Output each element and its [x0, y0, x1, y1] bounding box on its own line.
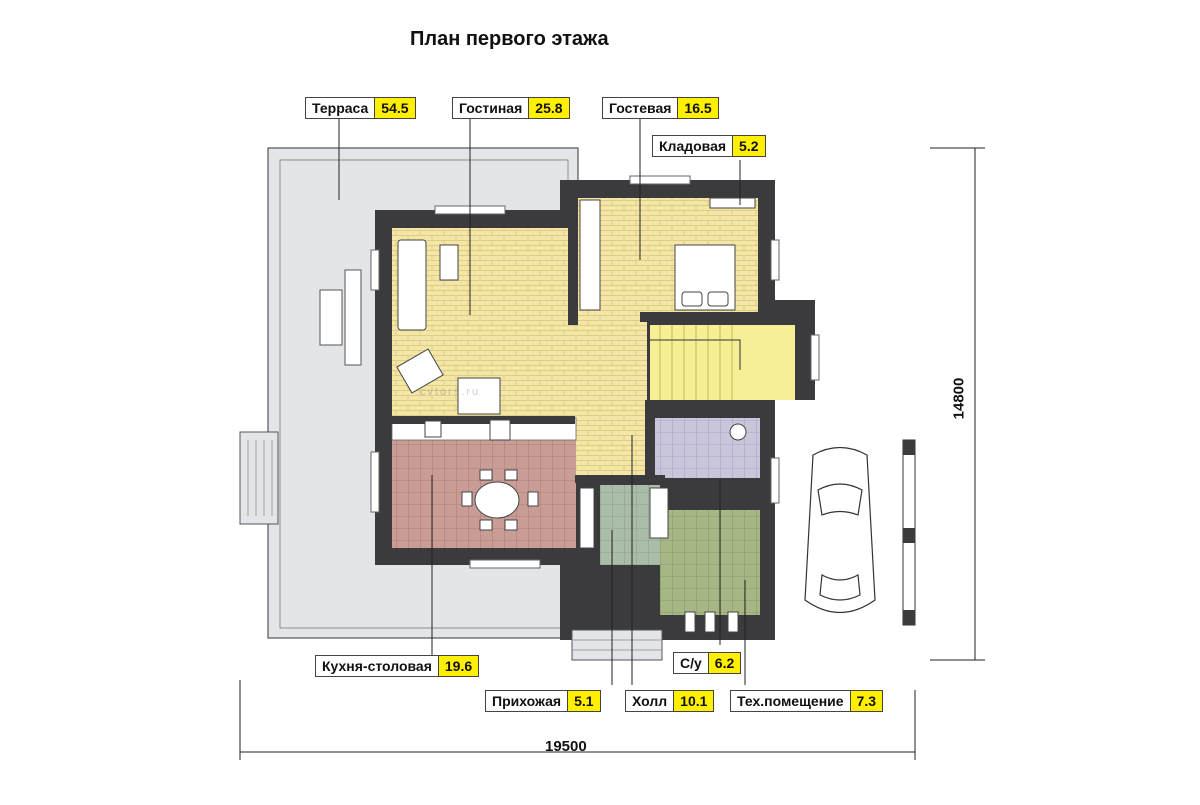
label-terrace: Терраса 54.5 [305, 97, 416, 119]
partitions [375, 200, 765, 508]
furniture [396, 197, 756, 633]
watermark: cvtors.ru [420, 386, 481, 398]
car [804, 446, 876, 613]
label-entry-area: 5.1 [567, 691, 600, 711]
label-terrace-name: Терраса [312, 100, 369, 116]
label-hall-area: 10.1 [673, 691, 714, 711]
label-tech-name: Тех.помещение [737, 693, 844, 709]
label-entry: Прихожая 5.1 [485, 690, 601, 712]
label-kitchen: Кухня-столовая 19.6 [315, 655, 480, 677]
leader-lines [338, 113, 746, 685]
plan-title: План первого этажа [410, 28, 609, 50]
label-guest: Гостевая 16.5 [602, 97, 719, 119]
label-guest-name: Гостевая [609, 100, 672, 116]
label-tech-area: 7.3 [849, 691, 883, 711]
label-living: Гостиная 25.8 [452, 97, 570, 119]
entrance-steps [571, 629, 663, 661]
label-hall: Холл 10.1 [625, 690, 715, 712]
label-pantry-name: Кладовая [659, 138, 727, 154]
gate [902, 439, 916, 626]
label-guest-area: 16.5 [677, 98, 718, 118]
dimension-width: 19500 [545, 738, 587, 755]
dimension-lines [239, 147, 985, 760]
label-entry-name: Прихожая [492, 693, 562, 709]
label-pantry: Кладовая 5.2 [652, 135, 766, 157]
label-tech: Тех.помещение 7.3 [730, 690, 884, 712]
label-wc-area: 6.2 [707, 653, 741, 673]
label-wc: С/у 6.2 [673, 652, 742, 674]
label-kitchen-area: 19.6 [437, 656, 479, 676]
label-terrace-area: 54.5 [374, 98, 415, 118]
label-living-area: 25.8 [528, 98, 569, 118]
room-tech [660, 510, 760, 615]
dimension-depth: 14800 [950, 377, 968, 420]
label-hall-name: Холл [632, 693, 668, 709]
stairs [650, 325, 795, 400]
label-wc-name: С/у [680, 655, 702, 671]
label-living-name: Гостиная [459, 100, 523, 116]
label-pantry-area: 5.2 [732, 136, 765, 156]
label-kitchen-name: Кухня-столовая [322, 658, 432, 674]
